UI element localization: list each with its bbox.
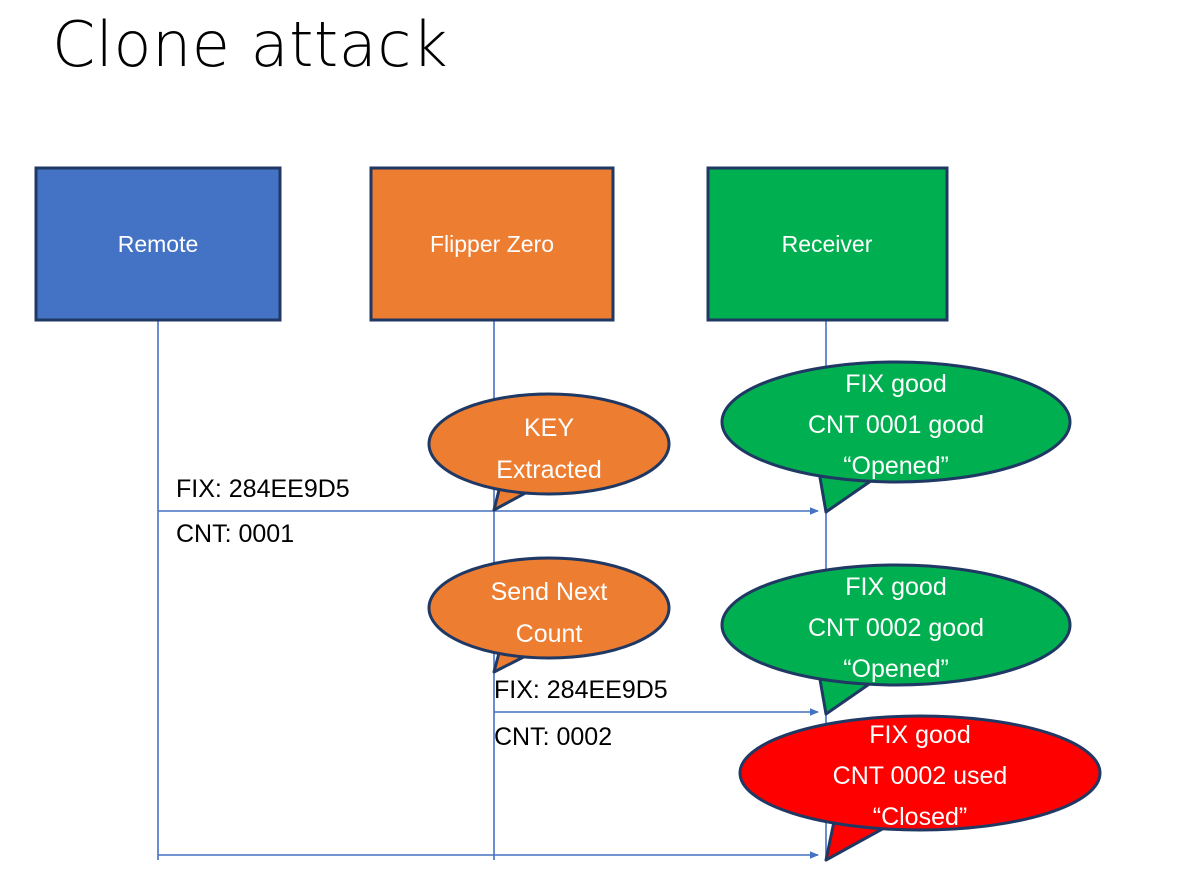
message-2-line-2: CNT: 0002	[494, 723, 612, 751]
callout-cnt-0002-good-line-1: FIX good	[845, 573, 946, 601]
actor-label-flipper: Flipper Zero	[430, 231, 554, 257]
callout-cnt-0002-used-line-1: FIX good	[869, 721, 970, 749]
callout-body-send-next-count	[427, 556, 671, 660]
message-2-line-1: FIX: 284EE9D5	[494, 676, 668, 704]
actor-rect-remote	[34, 166, 282, 322]
page-title: Clone attack	[52, 8, 449, 81]
callout-send-next-count-line-2: Count	[516, 620, 583, 648]
message-1-line-2: CNT: 0001	[176, 520, 294, 548]
callout-key-extracted[interactable]: KEY Extracted	[427, 392, 671, 512]
callout-body-key-extracted	[427, 392, 671, 496]
callout-cnt-0002-good-line-2: CNT 0002 good	[808, 614, 984, 642]
callout-send-next-count[interactable]: Send Next Count	[427, 556, 671, 674]
callout-body-cnt-0002-used	[738, 714, 1102, 832]
callout-cnt-0001-good-line-3: “Opened”	[843, 452, 949, 480]
callout-key-extracted-line-1: KEY	[524, 414, 574, 442]
callout-send-next-count-line-1: Send Next	[491, 578, 608, 606]
callout-key-extracted-line-2: Extracted	[496, 456, 602, 484]
callout-cnt-0001-good[interactable]: FIX good CNT 0001 good “Opened”	[720, 360, 1072, 514]
actor-box-receiver[interactable]: Receiver	[706, 166, 949, 322]
callout-cnt-0001-good-line-2: CNT 0001 good	[808, 411, 984, 439]
callout-body-cnt-0002-good	[720, 563, 1072, 687]
message-1-line-1: FIX: 284EE9D5	[176, 475, 350, 503]
actor-box-flipper[interactable]: Flipper Zero	[369, 166, 615, 322]
actor-rect-receiver	[706, 166, 949, 322]
actor-label-remote: Remote	[118, 231, 199, 257]
actor-rect-flipper	[369, 166, 615, 322]
callout-cnt-0002-good-line-3: “Opened”	[843, 655, 949, 683]
callout-cnt-0002-used[interactable]: FIX good CNT 0002 used “Closed”	[738, 714, 1102, 862]
callout-cnt-0002-good[interactable]: FIX good CNT 0002 good “Opened”	[720, 563, 1072, 716]
callout-cnt-0002-used-line-3: “Closed”	[873, 803, 967, 831]
actor-label-receiver: Receiver	[782, 231, 873, 257]
callout-cnt-0001-good-line-1: FIX good	[845, 370, 946, 398]
callout-body-cnt-0001-good	[720, 360, 1072, 484]
callout-cnt-0002-used-line-2: CNT 0002 used	[833, 762, 1008, 790]
actor-box-remote[interactable]: Remote	[34, 166, 282, 322]
